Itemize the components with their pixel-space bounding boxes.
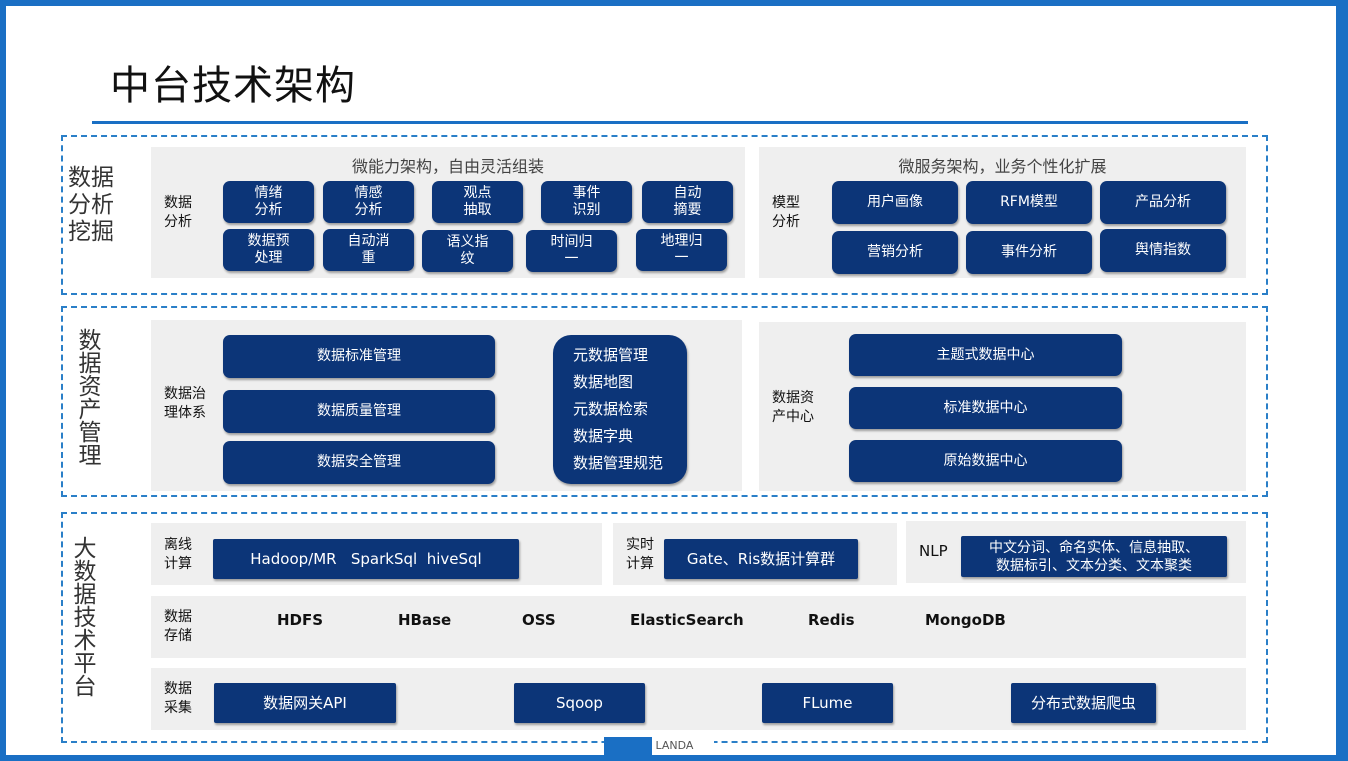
btn-geo-normalize[interactable]: 地理归一 [636,229,727,271]
layer-data-asset [61,306,1268,497]
item-data-dictionary[interactable]: 数据字典 [573,427,634,445]
storage-oss: OSS [522,611,556,629]
btn-auto-summary[interactable]: 自动摘要 [642,181,733,223]
btn-sentiment-analysis[interactable]: 情感分析 [323,181,414,223]
btn-product-analysis[interactable]: 产品分析 [1100,181,1226,224]
label-data-analysis: 数据 分析 [164,195,192,230]
panel-title-micro-service: 微服务架构，业务个性化扩展 [898,157,1107,176]
btn-offline-engines[interactable]: Hadoop/MR SparkSql hiveSql [213,539,519,579]
btn-realtime-cluster[interactable]: Gate、Ris数据计算群 [664,539,858,579]
layer-label-platform: 大数据技术平台 [69,536,95,697]
storage-hbase: HBase [398,611,452,629]
btn-opinion-extraction[interactable]: 观点抽取 [432,181,523,223]
btn-nlp-capabilities[interactable]: 中文分词、命名实体、信息抽取、 数据标引、文本分类、文本聚类 [961,536,1227,577]
storage-redis: Redis [808,611,855,629]
layer-label-asset: 数据资产管理 [74,328,100,466]
btn-marketing-analysis[interactable]: 营销分析 [832,231,958,274]
label-governance-system: 数据治 理体系 [164,386,206,421]
btn-event-analysis[interactable]: 事件分析 [966,231,1092,274]
label-data-collect: 数据 采集 [164,681,192,716]
panel-title-micro-ability: 微能力架构，自由灵活组装 [351,157,544,176]
btn-data-preprocess[interactable]: 数据预处理 [223,229,314,271]
btn-rfm-model[interactable]: RFM模型 [966,181,1092,224]
label-asset-center: 数据资 产中心 [772,390,814,425]
btn-distributed-crawler[interactable]: 分布式数据爬虫 [1011,683,1156,723]
item-data-mgmt-spec[interactable]: 数据管理规范 [573,454,664,472]
label-model-analysis: 模型 分析 [772,195,800,230]
label-data-storage: 数据 存储 [164,609,192,644]
page-title: 中台技术架构 [110,63,356,109]
btn-time-normalize[interactable]: 时间归一 [526,230,617,272]
footer-logo-text: LANDA [655,739,694,752]
item-data-map[interactable]: 数据地图 [573,373,634,391]
btn-data-gateway-api[interactable]: 数据网关API [214,683,396,723]
panel-storage [151,596,1246,658]
label-realtime-compute: 实时 计算 [626,537,654,572]
btn-standard-data-center[interactable]: 标准数据中心 [849,387,1122,429]
title-underline [92,121,1248,124]
btn-sqoop[interactable]: Sqoop [514,683,645,723]
footer-logo: LANDA [604,737,714,755]
btn-event-recognition[interactable]: 事件识别 [541,181,632,223]
footer-logo-mark [604,737,652,755]
btn-data-security-mgmt[interactable]: 数据安全管理 [223,441,495,484]
btn-semantic-fingerprint[interactable]: 语义指纹 [422,230,513,272]
item-metadata-search[interactable]: 元数据检索 [573,400,649,418]
btn-emotion-analysis[interactable]: 情绪分析 [223,181,314,223]
btn-topic-data-center[interactable]: 主题式数据中心 [849,334,1122,376]
label-offline-compute: 离线 计算 [164,537,192,572]
btn-data-standard-mgmt[interactable]: 数据标准管理 [223,335,495,378]
layer-label-analysis: 数据分析挖掘 [68,165,114,245]
btn-raw-data-center[interactable]: 原始数据中心 [849,440,1122,482]
label-nlp: NLP [919,542,948,560]
btn-user-profile[interactable]: 用户画像 [832,181,958,224]
storage-elasticsearch: ElasticSearch [630,611,744,629]
btn-opinion-index[interactable]: 舆情指数 [1100,229,1226,272]
storage-hdfs: HDFS [277,611,324,629]
item-metadata-mgmt[interactable]: 元数据管理 [573,346,649,364]
storage-mongodb: MongoDB [925,611,1006,629]
btn-data-quality-mgmt[interactable]: 数据质量管理 [223,390,495,433]
btn-auto-dedup[interactable]: 自动消重 [323,229,414,271]
btn-flume[interactable]: FLume [762,683,893,723]
metadata-group: 元数据管理 数据地图 元数据检索 数据字典 数据管理规范 [553,335,687,484]
layer-data-analysis [61,135,1268,295]
